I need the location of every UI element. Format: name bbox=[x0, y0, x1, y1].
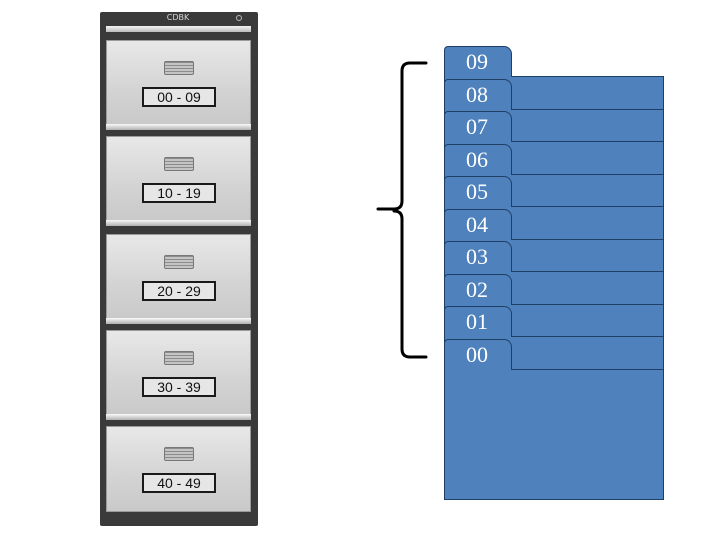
folder-tab[interactable] bbox=[444, 176, 512, 207]
folder-label: 04 bbox=[466, 211, 488, 237]
drawer-label: 20 - 29 bbox=[144, 283, 214, 299]
drawer-label: 40 - 49 bbox=[144, 475, 214, 491]
drawer-handle-icon[interactable] bbox=[164, 157, 194, 171]
folder-label: 05 bbox=[466, 179, 488, 204]
drawer-3[interactable]: 20 - 29 bbox=[106, 234, 251, 320]
folder-label: 07 bbox=[466, 114, 488, 139]
folder-tab[interactable] bbox=[444, 338, 512, 370]
folder-label: 03 bbox=[466, 244, 488, 269]
cabinet-top-strip bbox=[106, 26, 251, 32]
drawer-label: 30 - 39 bbox=[144, 379, 214, 395]
drawer-handle-icon[interactable] bbox=[164, 255, 194, 269]
drawer-label-holder: 30 - 39 bbox=[142, 377, 216, 397]
drawer-label: 10 - 19 bbox=[144, 185, 214, 201]
drawer-lip bbox=[106, 414, 251, 420]
drawer-handle-icon[interactable] bbox=[164, 61, 194, 75]
filing-cabinet: CDBK 00 - 09 10 - 19 20 - 29 30 - 39 40 … bbox=[100, 12, 258, 526]
drawer-lip bbox=[106, 318, 251, 324]
drawer-lip bbox=[106, 124, 251, 130]
drawer-handle-icon[interactable] bbox=[164, 351, 194, 365]
folder-label: 09 bbox=[466, 49, 488, 74]
folder-label: 08 bbox=[466, 81, 488, 107]
folder-label: 00 bbox=[466, 341, 488, 367]
drawer-5[interactable]: 40 - 49 bbox=[106, 426, 251, 512]
folder-label: 06 bbox=[466, 146, 488, 172]
folder-label: 02 bbox=[466, 276, 488, 302]
cabinet-brand-label: CDBK bbox=[166, 13, 190, 22]
curly-bracket-icon bbox=[376, 61, 428, 359]
folder-tab[interactable] bbox=[444, 208, 512, 240]
folder-tab[interactable] bbox=[444, 306, 512, 337]
lock-icon bbox=[236, 15, 242, 21]
folder-tab[interactable] bbox=[444, 46, 512, 77]
folder-tab[interactable] bbox=[444, 273, 512, 305]
drawer-handle-icon[interactable] bbox=[164, 447, 194, 461]
drawer-label-holder: 10 - 19 bbox=[142, 183, 216, 203]
drawer-lip bbox=[106, 220, 251, 226]
folder-body[interactable] bbox=[444, 368, 664, 500]
folder-tab[interactable] bbox=[444, 241, 512, 272]
folder-tab[interactable] bbox=[444, 111, 512, 142]
drawer-label: 00 - 09 bbox=[144, 89, 214, 105]
drawer-label-holder: 20 - 29 bbox=[142, 281, 216, 301]
drawer-label-holder: 00 - 09 bbox=[142, 87, 216, 107]
drawer-label-holder: 40 - 49 bbox=[142, 473, 216, 493]
folder-label: 01 bbox=[466, 309, 488, 334]
folder-tab[interactable] bbox=[444, 143, 512, 175]
drawer-1[interactable]: 00 - 09 bbox=[106, 40, 251, 126]
drawer-2[interactable]: 10 - 19 bbox=[106, 136, 251, 222]
folder-tab[interactable] bbox=[444, 78, 512, 110]
